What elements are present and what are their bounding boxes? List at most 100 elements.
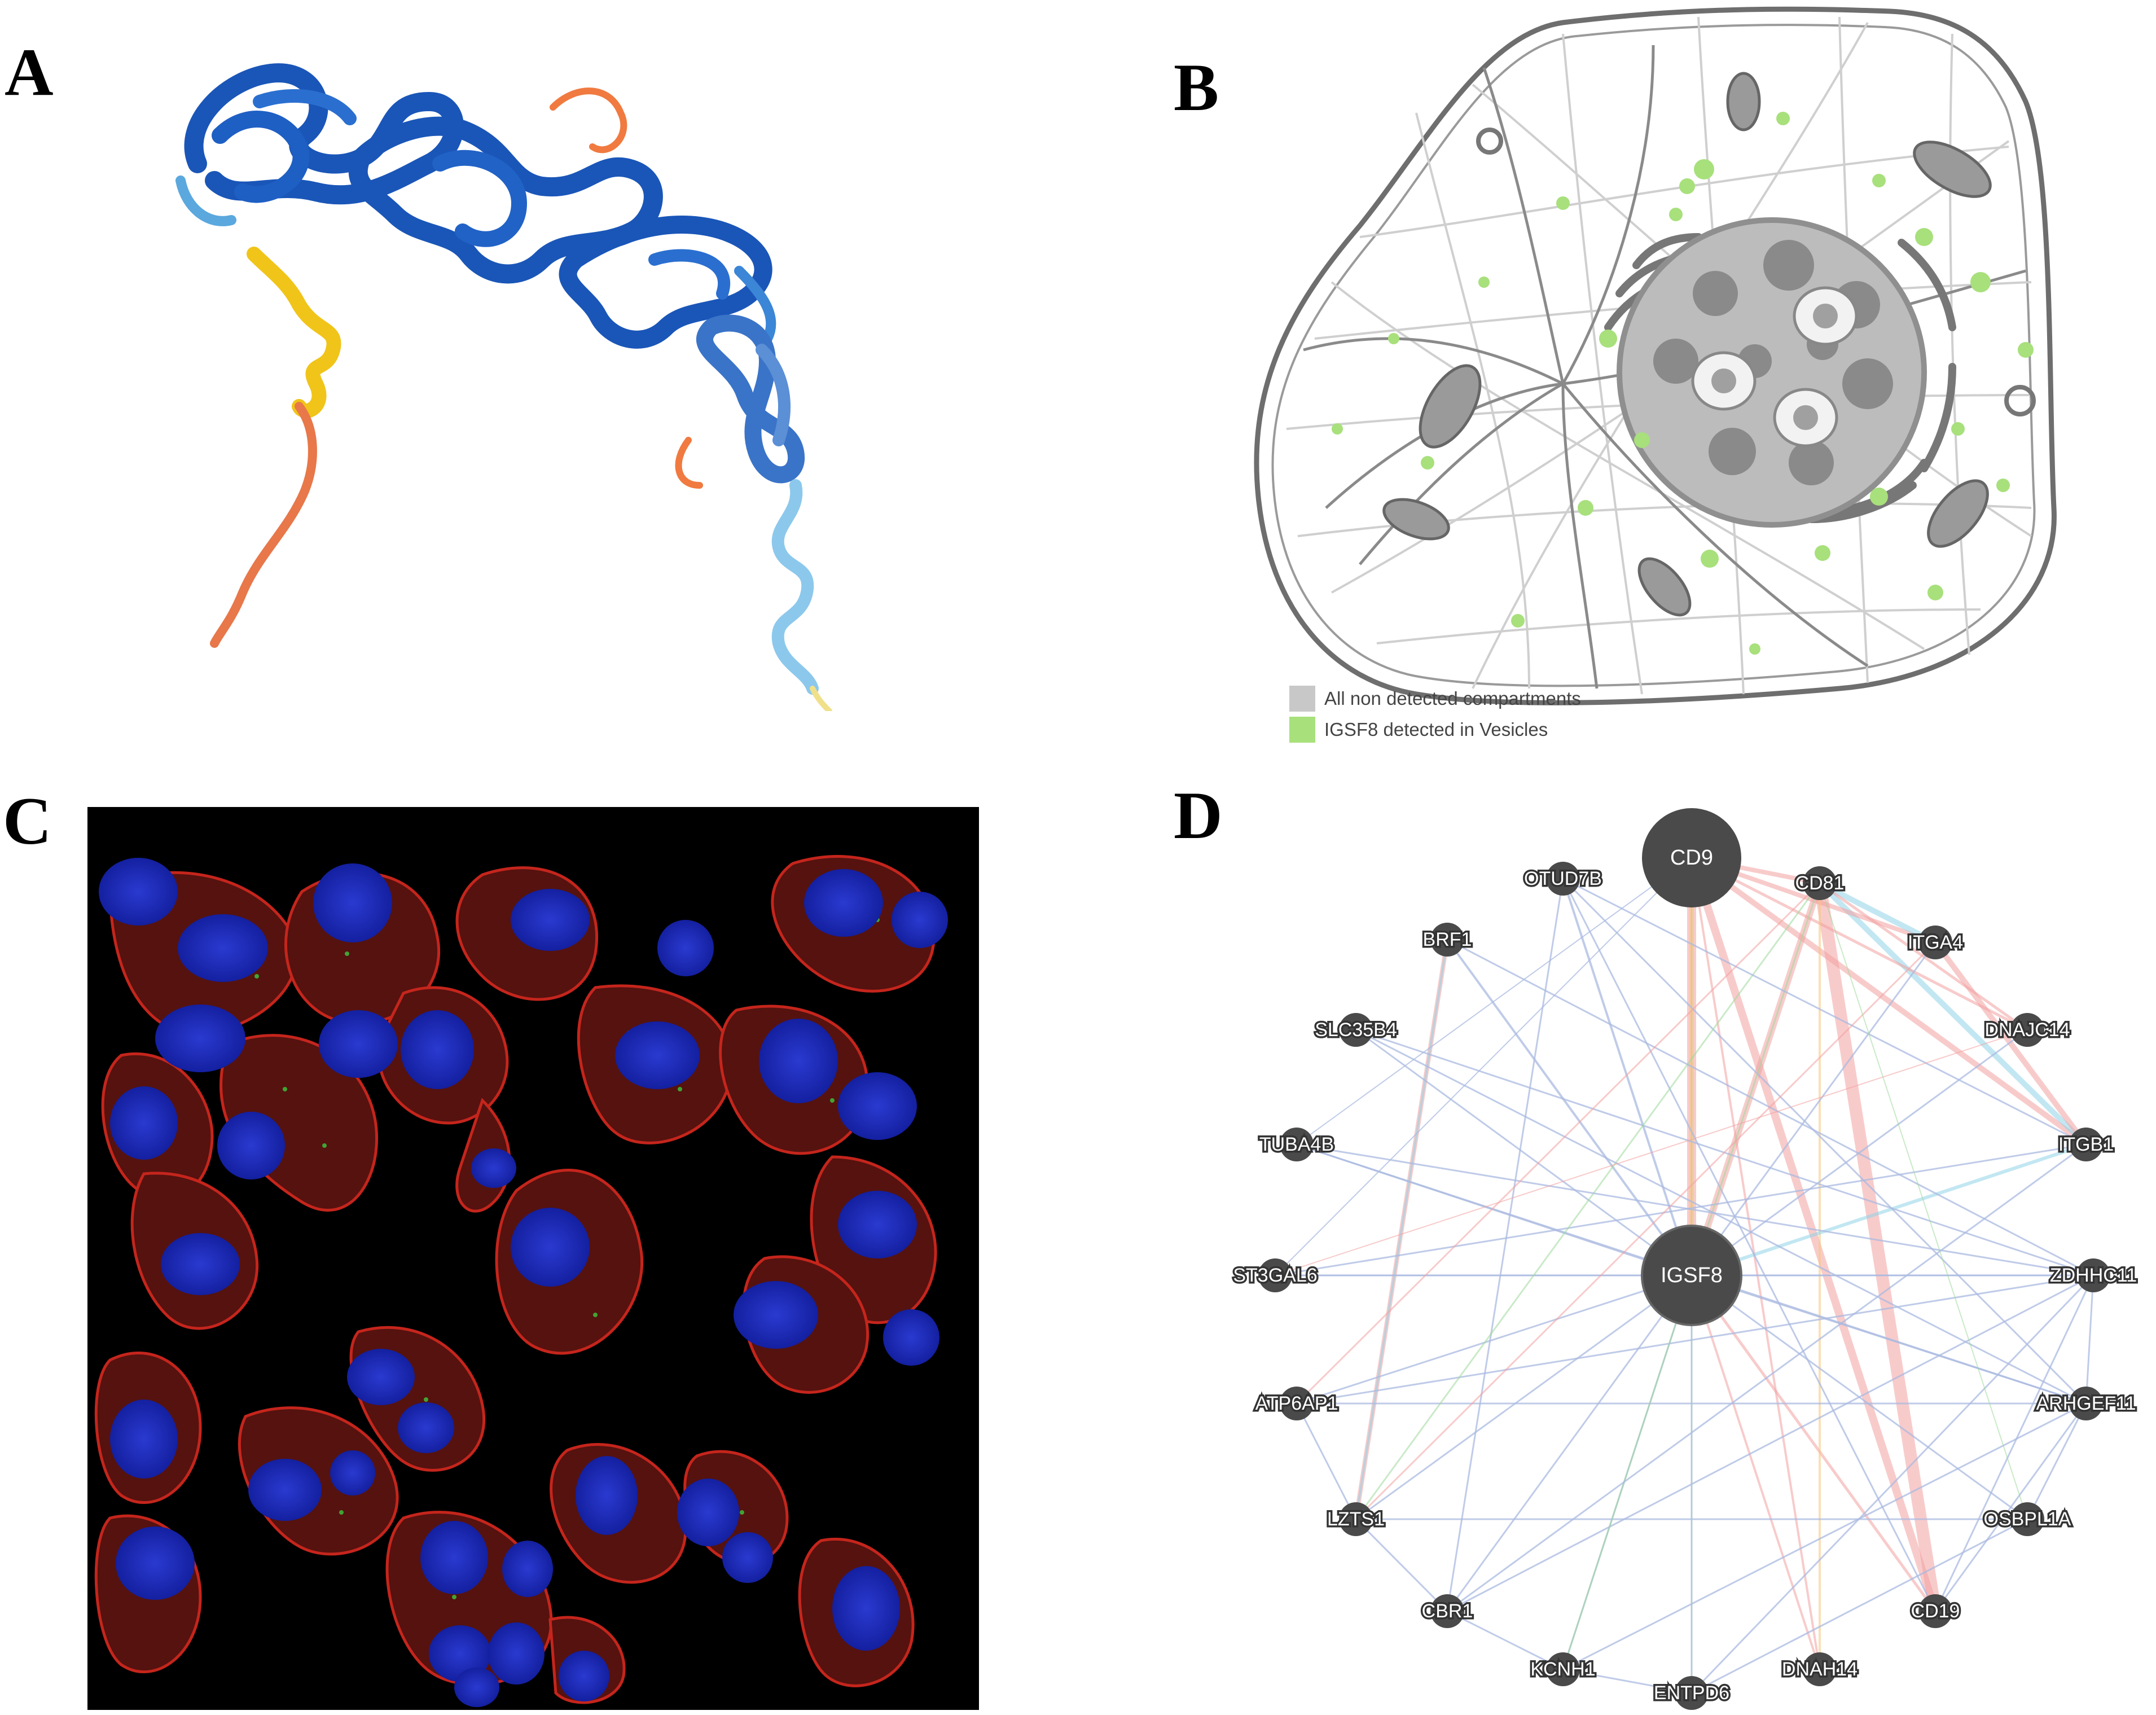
panel-letter-d: D (1174, 778, 1223, 853)
network-node-osbpl1a: OSBPL1A (1982, 1502, 2073, 1536)
network-node-itga4: ITGA4 (1905, 926, 1965, 959)
network-edge-cd81-atp6ap1 (1296, 882, 1821, 1405)
network-node-label: ENTPD6 (1654, 1682, 1729, 1704)
network-edge-cd81-dnajc14 (1819, 881, 2028, 1032)
network-node-circle (1803, 866, 1837, 900)
network-edge-atp6ap1-lzts1 (1296, 1403, 1357, 1520)
network-node-label: ATP6AP1 (1255, 1393, 1338, 1414)
legend-item-non-detected: All non detected compartments (1289, 686, 1581, 712)
network-node-label: KCNH1 (1530, 1659, 1595, 1680)
network-node-circle (2010, 1013, 2044, 1047)
network-node-igsf8: IGSF8 (1641, 1225, 1742, 1326)
legend-label-vesicles: IGSF8 detected in Vesicles (1324, 719, 1548, 740)
network-edge-igsf8-otud7b (1562, 878, 1693, 1276)
network-node-brf1: BRF1 (1421, 923, 1474, 957)
network-node-label: ITGA4 (1908, 932, 1963, 953)
network-nodes: CD9CD81ITGA4DNAJC14ITGB1ZDHHC11ARHGEF11O… (1231, 808, 2139, 1710)
network-node-otud7b: OTUD7B (1522, 862, 1604, 896)
network-edge-kcnh1-entpd6 (1562, 1668, 1692, 1694)
network-edge-igsf8-slc35b4 (1355, 1029, 1692, 1277)
network-edge-lzts1-cd81 (1355, 883, 1821, 1520)
interaction-network: CD9CD81ITGA4DNAJC14ITGB1ZDHHC11ARHGEF11O… (1231, 808, 2139, 1710)
network-node-entpd6: ENTPD6 (1652, 1676, 1732, 1710)
network-edge-lzts1-cbr1 (1355, 1518, 1448, 1612)
legend-item-vesicles: IGSF8 detected in Vesicles (1289, 717, 1548, 743)
network-edge-entpd6-osbpl1a (1691, 1518, 2028, 1694)
network-node-circle (1280, 1128, 1314, 1161)
network-edge-atp6ap1-zdhhc11 (1296, 1274, 2094, 1405)
network-node-circle (2069, 1387, 2103, 1420)
network-node-circle (1918, 926, 1952, 959)
network-edges (1275, 855, 2094, 1694)
network-node-lzts1: LZTS1 (1325, 1502, 1387, 1536)
panel-letter-b: B (1174, 50, 1219, 125)
network-edge-cbr1-zdhhc11 (1447, 1274, 2094, 1612)
network-node-label: ZDHHC11 (2050, 1265, 2137, 1286)
legend-swatch-vesicles (1289, 717, 1315, 743)
network-node-circle (1546, 862, 1580, 896)
network-edge-brf1-lzts1 (1355, 939, 1448, 1520)
network-node-label: CD9 (1670, 846, 1713, 870)
network-node-slc35b4: SLC35B4 (1313, 1013, 1399, 1047)
network-edge-tuba4b-zdhhc11 (1296, 1143, 2094, 1277)
network-edge-igsf8-itga4 (1690, 942, 1937, 1276)
network-node-label: IGSF8 (1661, 1264, 1723, 1287)
network-edge-entpd6-zdhhc11 (1690, 1274, 2094, 1694)
cell-diagram (1254, 6, 2057, 705)
network-node-zdhhc11: ZDHHC11 (2048, 1258, 2139, 1292)
network-edge-otud7b-cd19 (1562, 878, 1937, 1612)
network-edge-zdhhc11-cd19 (1934, 1275, 2094, 1612)
network-edge-cbr1-kcnh1 (1447, 1610, 1564, 1670)
network-node-dnajc14: DNAJC14 (1983, 1013, 2072, 1047)
network-node-label: OSBPL1A (1984, 1508, 2071, 1530)
network-node-circle (1430, 1594, 1464, 1628)
protein-structure-panel (147, 34, 937, 711)
network-edge-dnajc14-st3gal6 (1275, 1029, 2028, 1276)
network-node-label: DNAJC14 (1984, 1019, 2070, 1041)
network-edge-arhgef11-osbpl1a (2026, 1403, 2087, 1520)
panel-letter-c: C (3, 783, 52, 858)
network-node-label: DNAH14 (1782, 1659, 1858, 1680)
network-edge-igsf8-cbr1 (1446, 1275, 1693, 1612)
network-node-circle (1258, 1258, 1292, 1292)
network-edge-cd81-itga4 (1818, 880, 1937, 945)
network-node-circle (1546, 1652, 1580, 1686)
network-node-circle (1803, 1652, 1837, 1686)
panel-letter-a: A (5, 34, 54, 109)
network-node-circle (2069, 1128, 2103, 1161)
legend-swatch-non-detected (1289, 686, 1315, 712)
network-edge-otud7b-itgb1 (1562, 878, 2087, 1146)
network-edge-cd9-tuba4b (1296, 857, 1692, 1145)
cell-diagram-panel (1247, 0, 2156, 767)
network-node-circle (1641, 1225, 1742, 1326)
network-node-label: SLC35B4 (1315, 1019, 1397, 1041)
network-node-circle (1339, 1013, 1373, 1047)
network-edge-igsf8-atp6ap1 (1296, 1274, 1692, 1405)
immunofluorescence-panel (87, 807, 979, 1710)
network-edge-igsf8-itgb1 (1691, 1143, 2087, 1277)
network-edge-cd9-itgb1 (1690, 855, 2088, 1147)
network-node-label: ITGB1 (2058, 1134, 2114, 1155)
network-edge-cd9-dnah14 (1690, 857, 1821, 1670)
network-edge-kcnh1-arhgef11 (1562, 1402, 2087, 1670)
network-node-label: ST3GAL6 (1233, 1265, 1317, 1286)
network-node-circle (1675, 1676, 1709, 1710)
network-node-circle (1339, 1502, 1373, 1536)
network-edge-otud7b-arhgef11 (1562, 878, 2087, 1405)
network-node-kcnh1: KCNH1 (1529, 1652, 1597, 1686)
network-node-label: TUBA4B (1259, 1134, 1334, 1155)
network-node-cd9: CD9 (1642, 808, 1741, 907)
network-node-st3gal6: ST3GAL6 (1231, 1258, 1319, 1292)
network-node-label: CD81 (1795, 872, 1845, 894)
network-edge-igsf8-dnah14 (1690, 1275, 1821, 1670)
network-node-arhgef11: ARHGEF11 (2034, 1387, 2138, 1420)
network-node-label: LZTS1 (1327, 1508, 1385, 1530)
network-edge-st3gal6-itgb1 (1275, 1143, 2087, 1277)
network-node-circle (1918, 1594, 1952, 1628)
network-node-circle (2010, 1502, 2044, 1536)
network-edge-zdhhc11-arhgef11 (2085, 1275, 2094, 1404)
network-node-tuba4b: TUBA4B (1257, 1128, 1336, 1161)
network-node-label: ARHGEF11 (2036, 1393, 2136, 1414)
network-node-circle (2076, 1258, 2110, 1292)
